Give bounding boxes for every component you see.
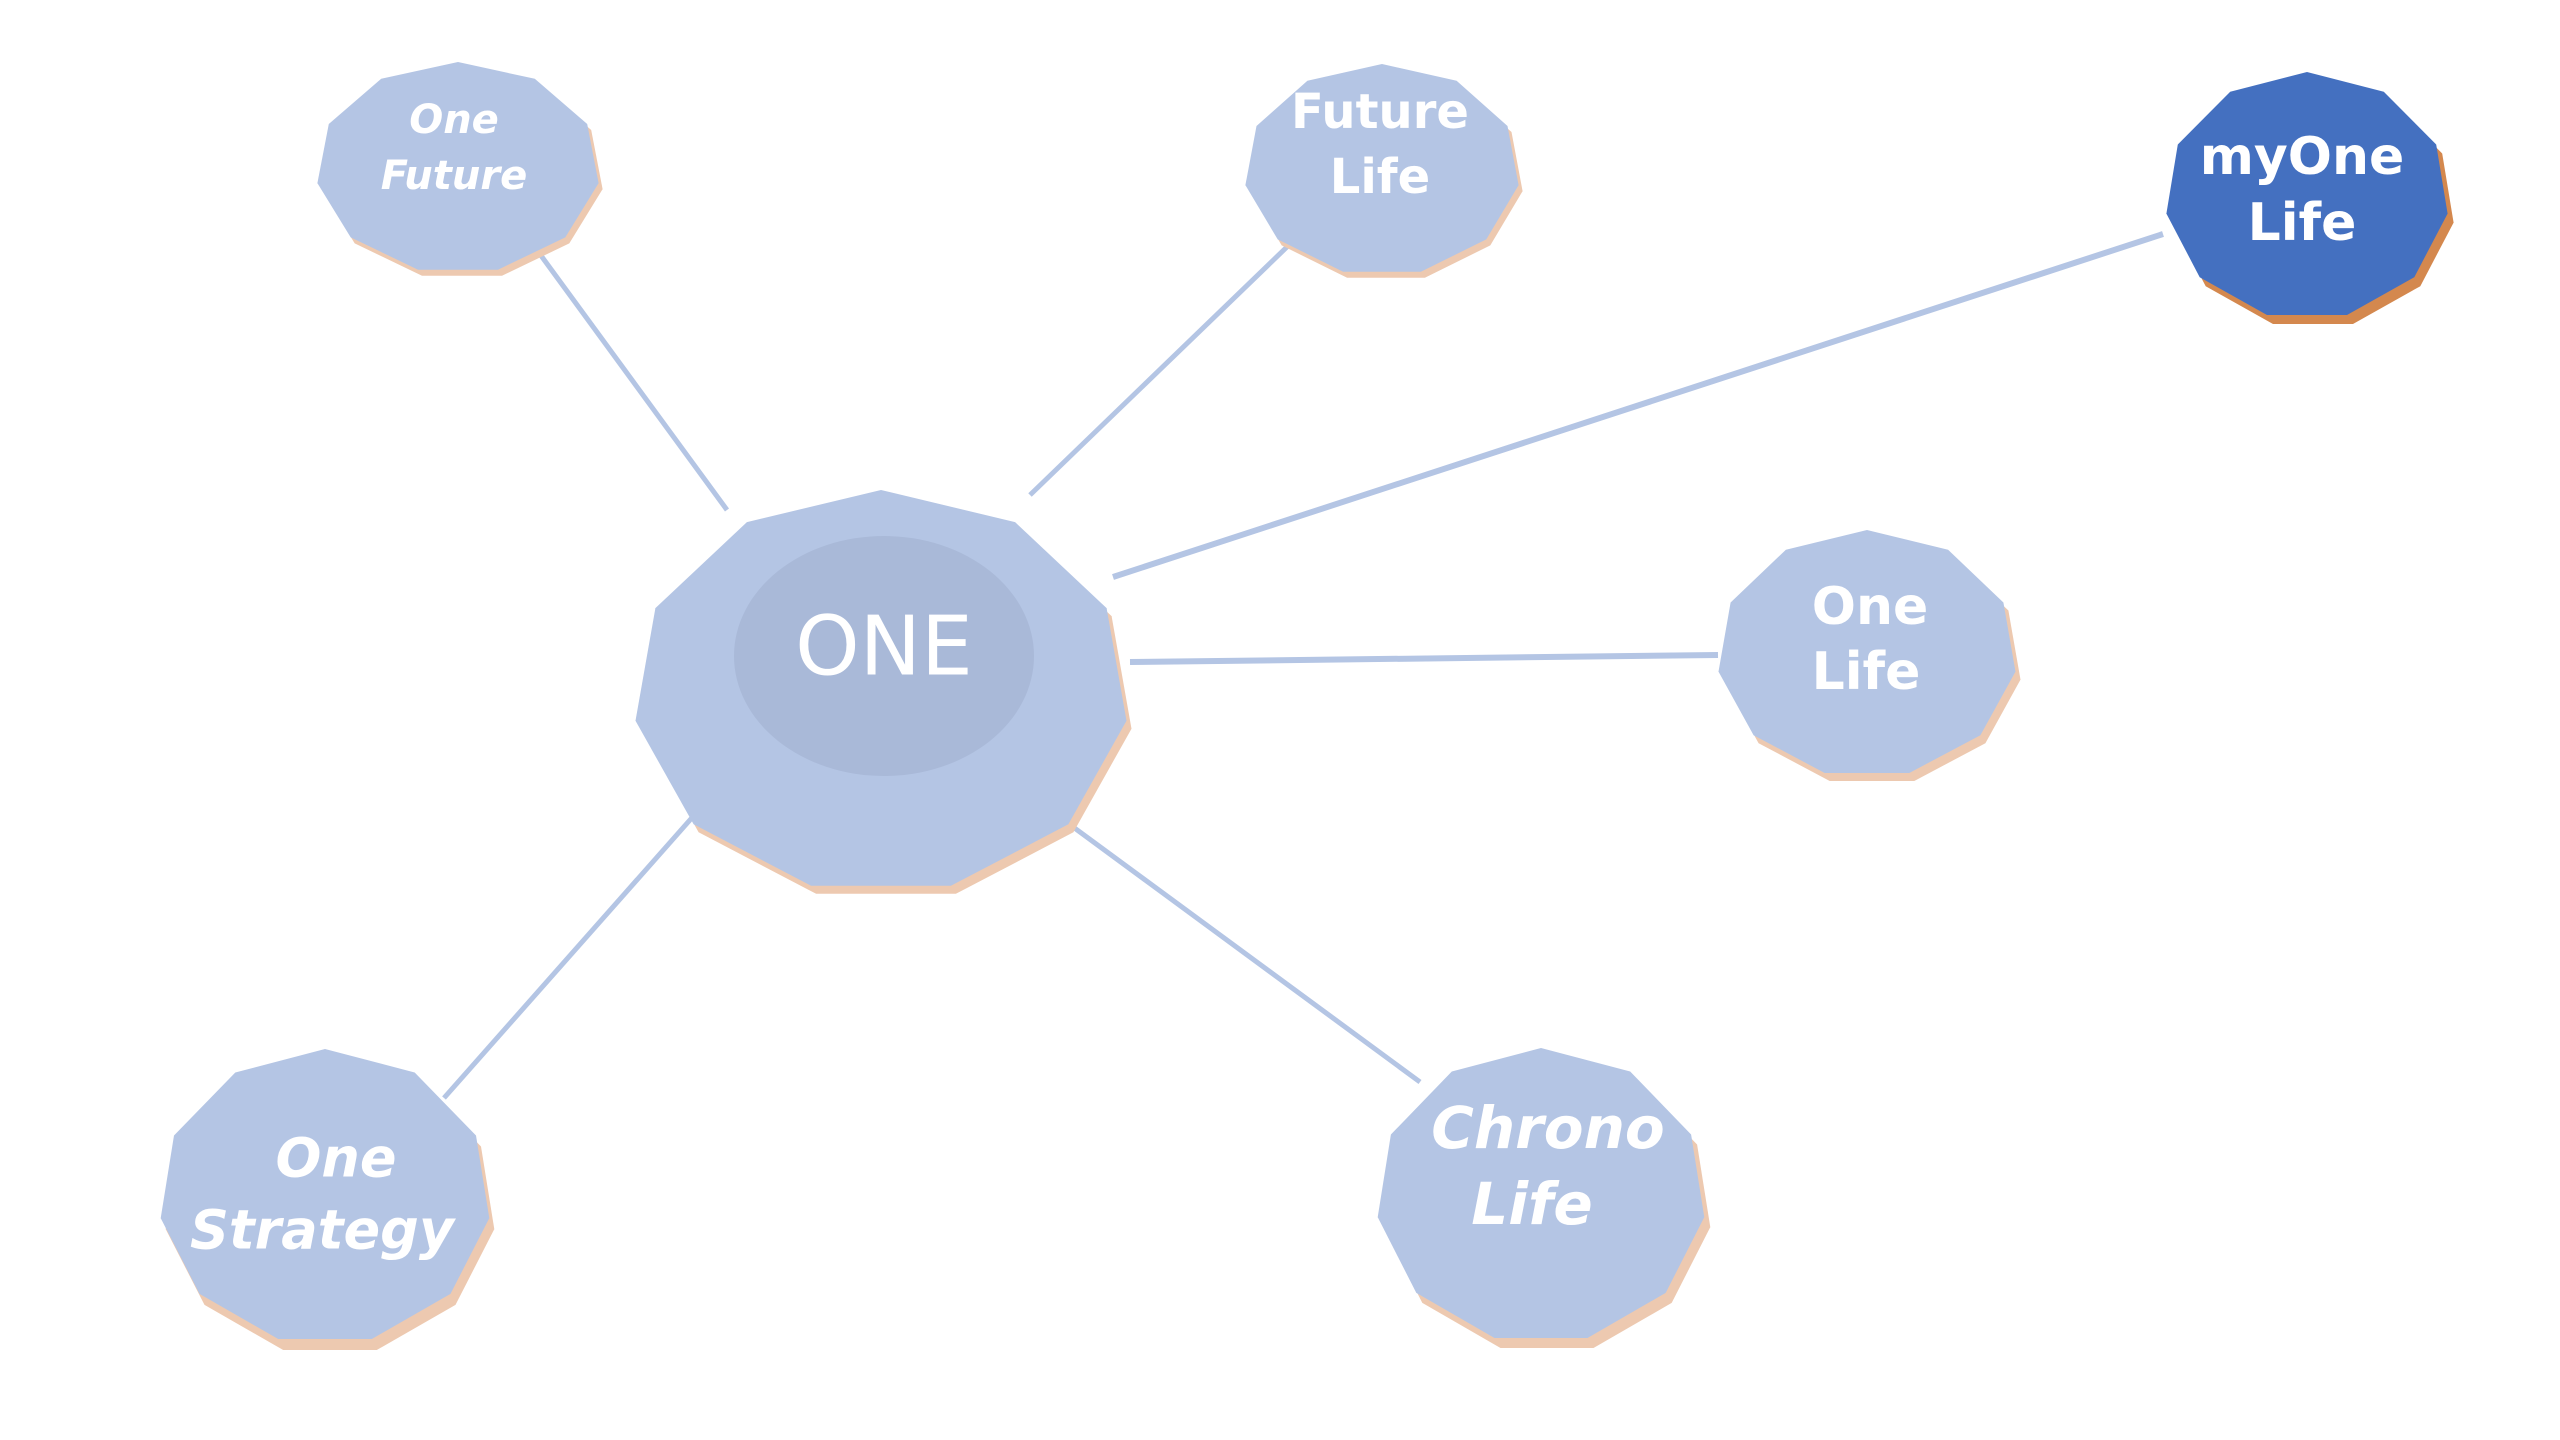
connector-lines [442,231,2164,1100]
node-chrono-life-shape [1377,1048,1705,1338]
node-one-strategy-line-1: One [276,1127,397,1190]
connector-myone-life [1112,231,2164,580]
node-one-life-shape [1718,530,2016,773]
node-one-strategy-shape [160,1049,490,1339]
node-one-life-line-2: Life [1812,642,1921,702]
node-myone-life-line-2: Life [2248,193,2357,253]
node-chrono-life-line-2: Life [1471,1170,1592,1238]
hub-node-label: ONE [795,599,973,694]
node-one-strategy[interactable]: One Strategy [160,1049,495,1350]
node-one-future-line-1: One [409,97,499,143]
connector-chrono-life [1048,807,1422,1085]
node-one-future-shape [317,62,599,270]
node-future-life-line-1: Future [1291,84,1469,140]
hub-node[interactable]: ONE [635,490,1132,894]
node-chrono-life[interactable]: Chrono Life [1377,1048,1711,1348]
node-future-life-shape [1245,64,1519,272]
connector-one-strategy [442,810,699,1100]
node-one-future-line-2: Future [381,153,527,199]
connector-one-future [531,244,730,512]
node-myone-life-shape [2166,72,2448,315]
node-one-future[interactable]: One Future [317,62,603,276]
connector-future-life [1028,242,1292,497]
node-myone-life-line-1: myOne [2200,127,2405,187]
satellite-nodes: One Future Future Life myOne Life One Li… [160,62,2454,1350]
hub-node-inner [734,536,1034,776]
node-future-life[interactable]: Future Life [1245,64,1523,278]
node-myone-life[interactable]: myOne Life [2166,72,2454,324]
connector-one-life [1129,652,1719,665]
node-one-life[interactable]: One Life [1718,530,2021,781]
node-chrono-life-line-1: Chrono [1431,1094,1664,1162]
node-one-life-line-1: One [1812,577,1929,637]
node-future-life-line-2: Life [1330,149,1430,205]
node-one-strategy-line-2: Strategy [190,1199,457,1262]
